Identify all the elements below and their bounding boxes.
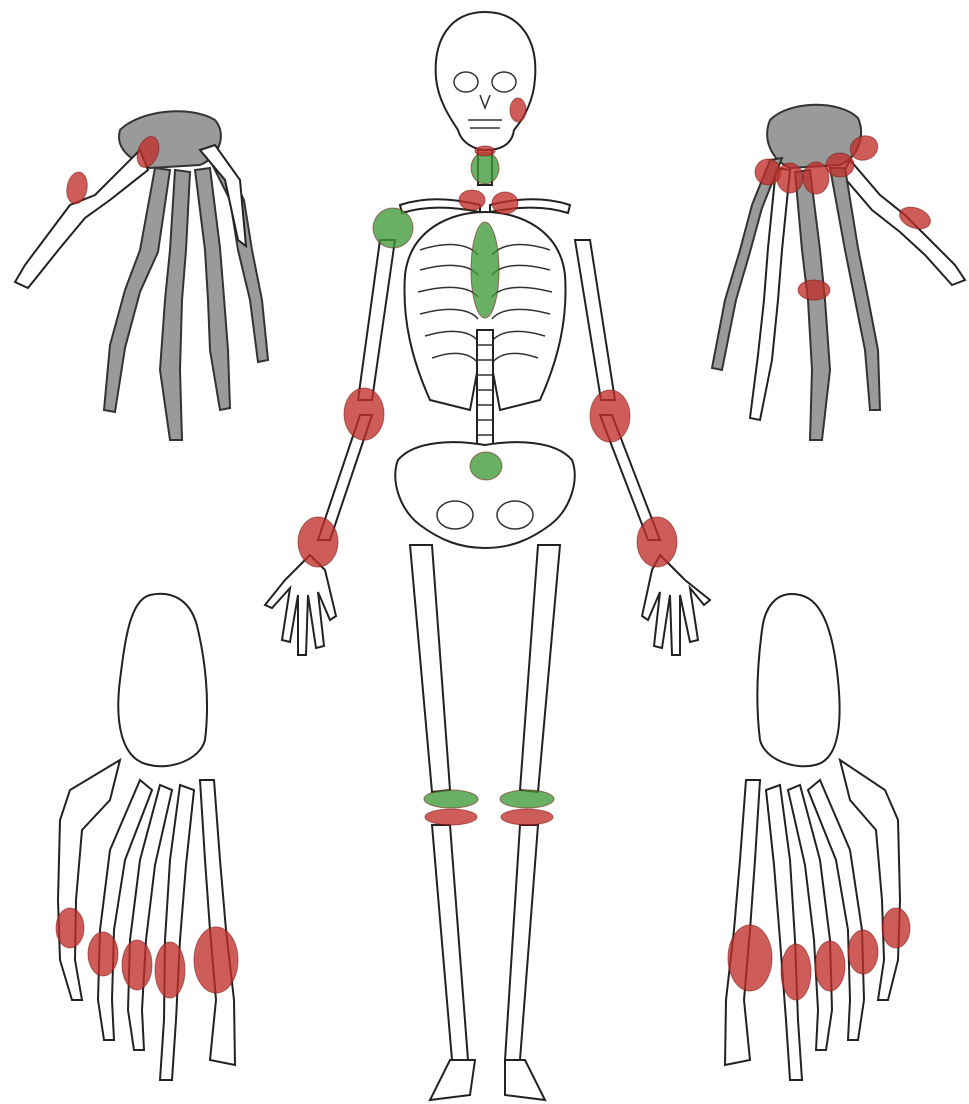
joint-marker-right-foot-mtp-1 [728, 925, 772, 991]
joint-marker-right-hand-mcp-2 [777, 163, 803, 193]
joint-marker-cervical-spine [471, 152, 499, 184]
joint-marker-knee-right-upper [500, 790, 554, 808]
joint-marker-right-hand-pip-middle [798, 280, 830, 300]
joint-marker-sternoclavicular-right [492, 192, 518, 214]
left-foot-diagram [58, 594, 235, 1080]
joint-marker-right-foot-mtp-2 [781, 944, 811, 1000]
joint-marker-left-foot-mtp-1 [56, 908, 84, 948]
joint-marker-jaw [510, 98, 526, 122]
right-foot-diagram [725, 594, 900, 1080]
joint-marker-knee-right [501, 809, 553, 825]
joint-marker-right-foot-mtp-3 [815, 941, 845, 991]
joint-marker-lumbar-spine [470, 452, 502, 480]
joint-marker-left-foot-mtp-2 [88, 932, 118, 976]
joint-marker-right-hand-mcp-3 [803, 162, 829, 194]
joint-marker-elbow-left [344, 388, 384, 440]
joint-marker-knee-left [425, 809, 477, 825]
joint-marker-right-foot-mtp-5 [882, 908, 910, 948]
joint-marker-neck-top [475, 146, 495, 156]
joint-marker-left-foot-mtp-4 [155, 942, 185, 998]
joint-marker-left-foot-mtp-3 [122, 940, 152, 990]
joint-marker-wrist-right [637, 517, 677, 567]
joint-marker-right-foot-mtp-4 [848, 930, 878, 974]
joint-marker-sternoclavicular-left [459, 190, 485, 210]
joint-marker-right-hand-mcp-4 [826, 153, 854, 177]
joint-marker-sternum [471, 222, 499, 318]
joint-marker-elbow-right [590, 390, 630, 442]
joint-marker-knee-left-upper [424, 790, 478, 808]
joint-marker-left-foot-mtp-5 [194, 927, 238, 993]
joint-marker-wrist-left [298, 517, 338, 567]
joint-marker-shoulder-right [373, 208, 413, 248]
